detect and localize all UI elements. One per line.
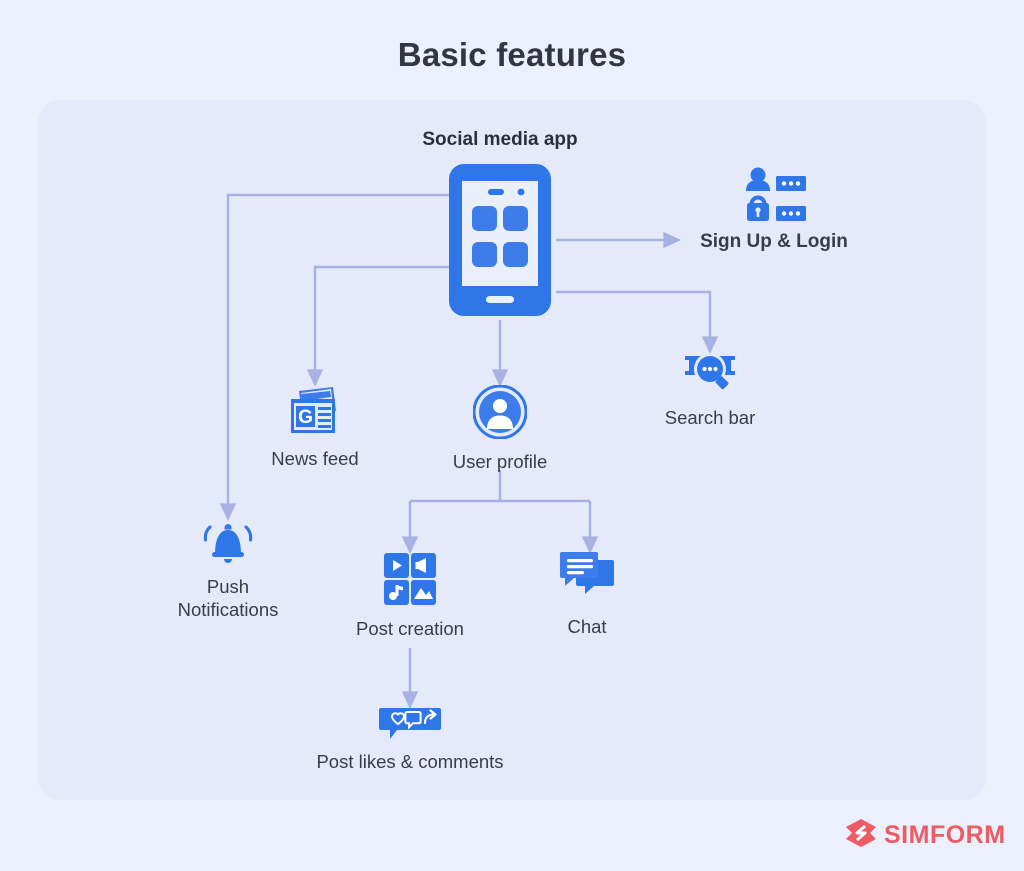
- like-comment-share-icon: [280, 706, 540, 740]
- node-label-chat: Chat: [567, 616, 607, 637]
- newspaper-icon: G: [235, 385, 395, 437]
- node-label-social-media-app: Social media app: [422, 129, 578, 150]
- node-push-notifications[interactable]: Push Notifications: [148, 518, 308, 621]
- node-news-feed[interactable]: G News feed: [235, 385, 395, 470]
- search-bar-icon: [630, 348, 790, 396]
- signup-login-icon: [674, 166, 874, 222]
- node-post-likes-comments[interactable]: Post likes & comments: [280, 706, 540, 773]
- node-social-media-app[interactable]: Social media app: [380, 128, 620, 316]
- brand-name: SIMFORM: [884, 821, 1006, 849]
- smartphone-icon: [380, 163, 620, 316]
- node-label-news-feed: News feed: [271, 448, 359, 469]
- node-user-profile[interactable]: User profile: [420, 385, 580, 473]
- user-avatar-icon: [420, 385, 580, 439]
- svg-text:G: G: [298, 407, 313, 428]
- page-title: Basic features: [397, 36, 627, 73]
- node-label-search-bar: Search bar: [664, 407, 756, 428]
- bell-icon: [148, 518, 308, 566]
- node-search-bar[interactable]: Search bar: [630, 348, 790, 429]
- connector-root-push: [219, 193, 450, 522]
- connector-root-search: [556, 290, 719, 355]
- brand-logo[interactable]: SIMFORM: [845, 818, 1006, 853]
- node-label-push-notifications: Push Notifications: [177, 576, 279, 621]
- media-grid-icon: [330, 552, 490, 606]
- simform-diamond-logo: [845, 818, 877, 853]
- node-post-creation[interactable]: Post creation: [330, 552, 490, 640]
- chat-bubbles-icon: [527, 550, 647, 604]
- node-label-user-profile: User profile: [452, 451, 548, 472]
- node-label-sign-up-login: Sign Up & Login: [700, 231, 848, 252]
- node-chat[interactable]: Chat: [527, 550, 647, 638]
- node-label-post-creation: Post creation: [356, 618, 464, 639]
- node-label-post-likes-comments: Post likes & comments: [316, 751, 504, 772]
- connector-root-newsfeed: [306, 265, 450, 388]
- node-sign-up-login[interactable]: Sign Up & Login: [674, 166, 874, 254]
